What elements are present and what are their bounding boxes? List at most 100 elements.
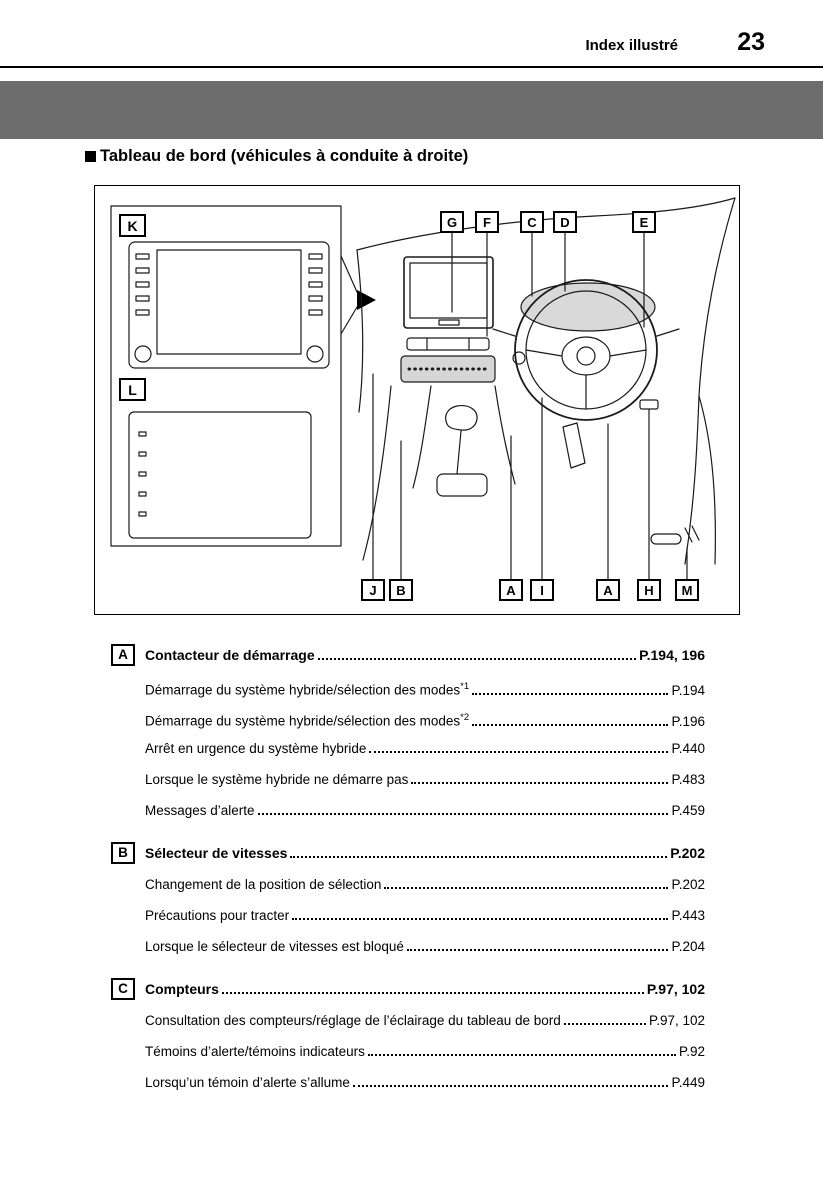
dashboard-figure: K L G F C D E J B A I A H M — [94, 185, 740, 615]
climate-controls — [400, 337, 496, 383]
callout-box-a1: A — [499, 579, 523, 601]
start-switch — [512, 351, 526, 365]
callout-box-h: H — [637, 579, 661, 601]
entry-pages: P.97, 102 — [646, 981, 705, 997]
entry-title: Sélecteur de vitesses — [145, 845, 288, 861]
subitem-label: Messages d’alerte — [145, 803, 255, 818]
subitem-pages: P.483 — [671, 772, 705, 787]
footnote-marker: *1 — [460, 681, 470, 692]
leader-dots — [221, 992, 644, 994]
index-entry-subitem: Démarrage du système hybride/sélection d… — [94, 671, 740, 702]
subitem-label: Lorsque le sélecteur de vitesses est blo… — [145, 939, 404, 954]
dashboard-illustration — [110, 197, 736, 580]
subitem-label: Témoins d’alerte/témoins indicateurs — [145, 1044, 365, 1059]
steering-wheel — [514, 279, 658, 421]
subitem-label: Lorsque le système hybride ne démarre pa… — [145, 772, 409, 787]
subitem-label: Arrêt en urgence du système hybride — [145, 741, 367, 756]
stalk-right — [656, 328, 680, 337]
subitem-label: Changement de la position de sélection — [145, 877, 382, 892]
leader-dots — [369, 751, 669, 753]
leader-dots — [411, 782, 669, 784]
footnote-marker: *2 — [460, 712, 470, 723]
entry-title: Compteurs — [145, 981, 219, 997]
section-letter-box: C — [111, 978, 135, 1000]
audio-unit — [128, 241, 330, 369]
subitem-pages: P.204 — [671, 939, 705, 954]
callout-box-i: I — [530, 579, 554, 601]
index-entry-subitem: Changement de la position de sélection P… — [94, 869, 740, 900]
leader-dots — [472, 723, 669, 726]
callout-box-f: F — [475, 211, 499, 233]
index-entry-heading: B Sélecteur de vitesses P.202 — [94, 837, 740, 869]
dash-right-switch — [639, 399, 659, 410]
inset-panel — [110, 205, 342, 547]
chapter-banner — [0, 81, 823, 139]
subitem-label: Démarrage du système hybride/sélection d… — [145, 713, 461, 729]
index-entry-subitem: Témoins d’alerte/témoins indicateurs P.9… — [94, 1036, 740, 1067]
header-rule — [0, 66, 823, 68]
index-entry-subitem: Consultation des compteurs/réglage de l’… — [94, 1005, 740, 1036]
subitem-pages: P.459 — [671, 803, 705, 818]
leader-dots — [406, 949, 669, 951]
subitem-pages: P.202 — [671, 877, 705, 892]
door-handle — [650, 525, 700, 545]
section-letter-box: B — [111, 842, 135, 864]
index-entry-heading: A Contacteur de démarrage P.194, 196 — [94, 639, 740, 671]
dashboard-outline — [356, 197, 736, 565]
square-bullet-icon — [85, 151, 96, 162]
index-entry-subitem: Messages d’alerte P.459 — [94, 795, 740, 826]
entry-pages: P.194, 196 — [639, 647, 705, 663]
entry-pages: P.202 — [670, 845, 705, 861]
entry-title: Contacteur de démarrage — [145, 647, 315, 663]
index-entry-subitem: Démarrage du système hybride/sélection d… — [94, 702, 740, 733]
callout-box-e: E — [632, 211, 656, 233]
subitem-label: Consultation des compteurs/réglage de l’… — [145, 1013, 561, 1028]
callout-box-m: M — [675, 579, 699, 601]
leader-dots — [384, 887, 669, 889]
index-entry-subitem: Arrêt en urgence du système hybride P.44… — [94, 733, 740, 764]
callout-box-g: G — [440, 211, 464, 233]
subitem-pages: P.440 — [671, 741, 705, 756]
illustrated-index: A Contacteur de démarrage P.194, 196 Dém… — [94, 628, 740, 1098]
callout-box-b: B — [389, 579, 413, 601]
index-entry-subitem: Lorsqu’un témoin d’alerte s’allume P.449 — [94, 1067, 740, 1098]
callout-box-l: L — [119, 378, 146, 401]
callout-lines — [372, 232, 688, 580]
callout-box-j: J — [361, 579, 385, 601]
figure-title-text: Tableau de bord (véhicules à conduite à … — [100, 147, 469, 165]
subitem-pages: P.194 — [671, 682, 705, 698]
center-display — [403, 256, 494, 329]
page-number: 23 — [737, 28, 765, 56]
leader-dots — [367, 1054, 676, 1056]
section-letter-box: A — [111, 644, 135, 666]
instrument-cluster — [520, 282, 656, 332]
subitem-pages: P.92 — [678, 1044, 705, 1059]
subitem-pages: P.449 — [671, 1075, 705, 1090]
leader-dots — [257, 813, 669, 815]
accelerator-pedal — [562, 422, 586, 469]
callout-box-a2: A — [596, 579, 620, 601]
index-entry-subitem: Lorsque le sélecteur de vitesses est blo… — [94, 931, 740, 962]
callout-box-d: D — [553, 211, 577, 233]
subitem-label: Démarrage du système hybride/sélection d… — [145, 682, 461, 698]
leader-dots — [472, 692, 669, 695]
stalk-left — [492, 328, 516, 337]
leader-dots — [292, 918, 669, 920]
subitem-pages: P.443 — [671, 908, 705, 923]
index-entry-subitem: Précautions pour tracter P.443 — [94, 900, 740, 931]
lower-switch-panel — [128, 411, 312, 539]
index-entry-subitem: Lorsque le système hybride ne démarre pa… — [94, 764, 740, 795]
leader-dots — [290, 856, 668, 858]
subitem-pages: P.97, 102 — [648, 1013, 705, 1028]
header-section-title: Index illustré — [585, 37, 678, 54]
callout-box-k: K — [119, 214, 146, 237]
subitem-label: Lorsqu’un témoin d’alerte s’allume — [145, 1075, 350, 1090]
leader-dots — [352, 1085, 669, 1087]
gear-shifter — [412, 385, 516, 497]
leader-dots — [563, 1023, 646, 1025]
figure-title: Tableau de bord (véhicules à conduite à … — [85, 147, 468, 166]
callout-box-c: C — [520, 211, 544, 233]
index-entry-heading: C Compteurs P.97, 102 — [94, 973, 740, 1005]
leader-dots — [317, 658, 637, 660]
